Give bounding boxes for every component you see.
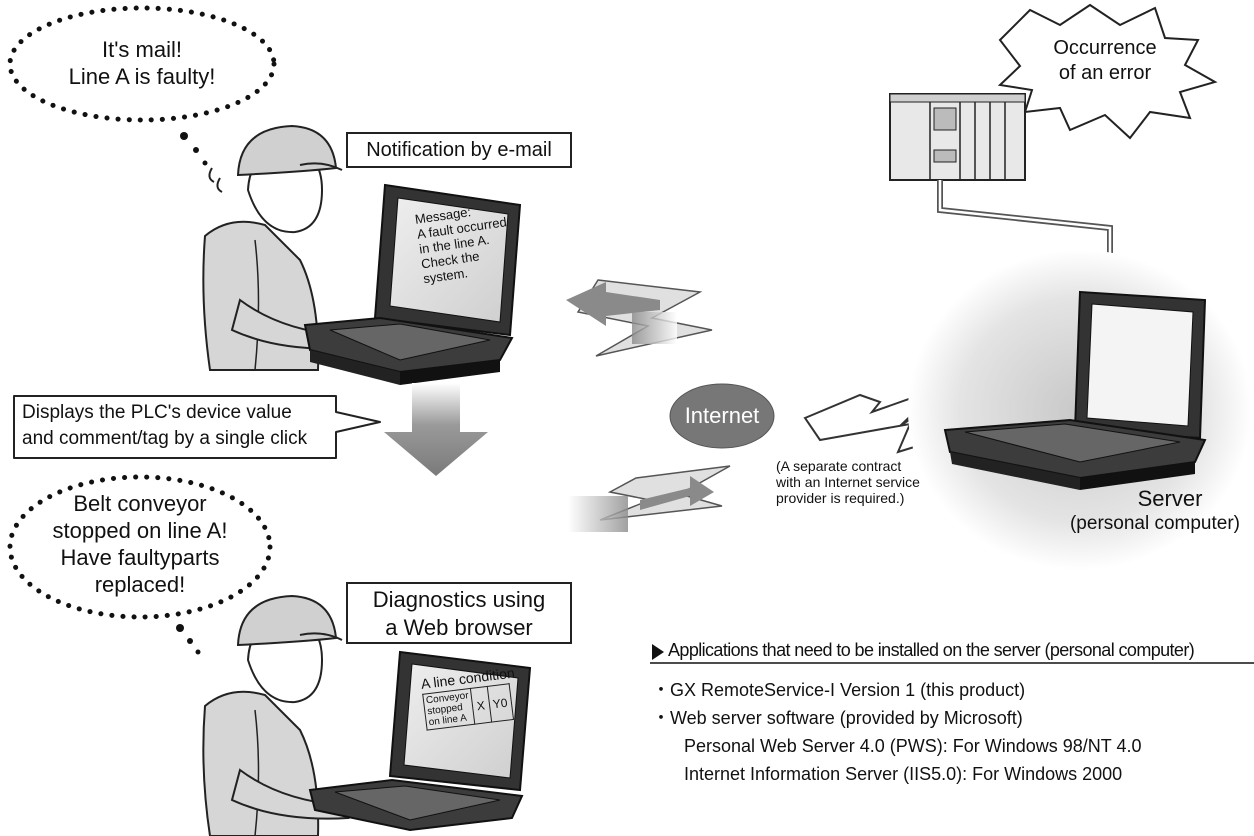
lightning-bolt-lower <box>568 465 731 532</box>
thought-top-text: It's mail! Line A is faulty! <box>32 36 252 90</box>
thought-top-line-2: Line A is faulty! <box>68 64 216 89</box>
error-burst-line-2: of an error <box>1058 62 1152 84</box>
callout-line-1: Displays the PLC's device value <box>22 402 292 423</box>
server-sublabel: (personal computer) <box>1069 513 1241 534</box>
screen-bottom-cell-3: Y0 <box>487 683 514 723</box>
apps-list: ・GX RemoteService-I Version 1 (this prod… <box>652 676 1242 788</box>
label-diagnostics-line-2: a Web browser <box>385 615 533 640</box>
down-arrow <box>384 383 488 476</box>
internet-note-line-3: provider is required.) <box>776 490 905 506</box>
label-notification-email: Notification by e-mail <box>346 132 572 168</box>
thought-bottom-line-2: stopped on line A! <box>52 518 228 543</box>
callout-line-2: and comment/tag by a single click <box>22 428 308 449</box>
thought-bubble-top <box>7 5 277 166</box>
lightning-bolt-upper <box>566 279 713 357</box>
internet-note-line-1: (A separate contract <box>776 458 902 474</box>
laptop-bottom-screen: A line condition Conveyor stopped on lin… <box>420 664 522 731</box>
internet-ellipse <box>669 383 775 449</box>
laptop-bottom <box>308 650 532 832</box>
label-notification-email-text: Notification by e-mail <box>366 139 552 161</box>
laptop-top <box>303 183 522 385</box>
internet-label: Internet <box>684 403 760 428</box>
error-burst-line-1: Occurrence <box>1053 37 1157 59</box>
thought-bottom-text: Belt conveyor stopped on line A! Have fa… <box>24 490 256 598</box>
label-diagnostics-web-browser: Diagnostics using a Web browser <box>346 582 572 644</box>
worker-top-illustration <box>202 124 350 371</box>
screen-bottom-cell-1: Conveyor stopped on line A <box>422 688 475 731</box>
thought-bottom-line-1: Belt conveyor <box>73 491 207 516</box>
server-label: Server <box>1137 486 1203 511</box>
worker-bottom-illustration <box>202 594 350 836</box>
thought-top-line-1: It's mail! <box>102 37 182 62</box>
callout-pointer <box>13 395 381 459</box>
laptop-top-screen-text: Message: A fault occurred in the line A.… <box>414 198 523 286</box>
internet-note: (A separate contract with an Internet se… <box>776 458 976 506</box>
label-diagnostics-line-1: Diagnostics using <box>372 587 546 612</box>
thought-bottom-line-4: replaced! <box>94 572 186 597</box>
thought-bottom-line-3: Have faultyparts <box>60 545 220 570</box>
apps-item-1: ・GX RemoteService-I Version 1 (this prod… <box>652 680 1026 700</box>
callout-text: Displays the PLC's device value and comm… <box>22 400 334 452</box>
apps-heading: Applications that need to be installed o… <box>668 640 1195 660</box>
error-burst-text: Occurrence of an error <box>1030 36 1180 86</box>
thought-bubble-bottom <box>7 474 273 655</box>
apps-heading-marker <box>652 644 664 660</box>
internet-note-line-2: with an Internet service <box>776 474 920 490</box>
server-laptop <box>908 250 1252 570</box>
apps-item-4: Internet Information Server (IIS5.0): Fo… <box>684 764 1123 784</box>
apps-item-3: Personal Web Server 4.0 (PWS): For Windo… <box>684 736 1142 756</box>
apps-item-2: ・Web server software (provided by Micros… <box>652 708 1023 728</box>
error-burst <box>997 3 1218 140</box>
